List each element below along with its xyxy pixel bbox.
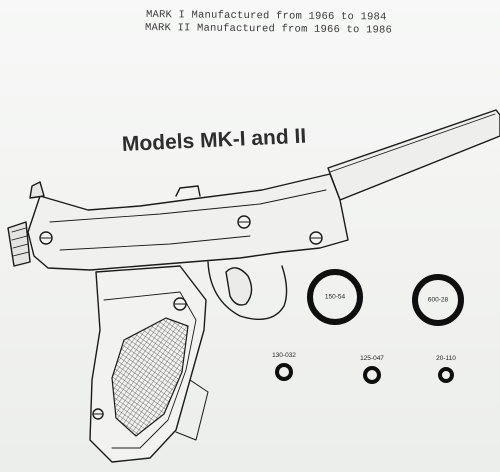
o-ring-150-54 (307, 269, 363, 325)
o-ring-130-032 (275, 363, 293, 381)
pistol-receiver (27, 173, 349, 271)
o-ring-600-28 (412, 274, 464, 326)
pistol-barrel (327, 109, 500, 201)
pistol-checkered-grip (111, 317, 189, 437)
o-ring-label-20-110: 20-110 (436, 355, 456, 362)
pistol-trigger-guard (207, 261, 288, 320)
o-ring-label-150-54: 150-54 (324, 293, 346, 301)
o-ring-label-600-28: 600-28 (427, 296, 449, 304)
pistol-muzzle (7, 221, 31, 267)
pistol-front-sight (29, 181, 45, 199)
o-ring-label-125-047: 125-047 (360, 355, 384, 362)
o-ring-125-047 (363, 366, 381, 384)
o-ring-label-130-032: 130-032 (272, 352, 296, 359)
o-ring-20-110 (438, 367, 454, 383)
